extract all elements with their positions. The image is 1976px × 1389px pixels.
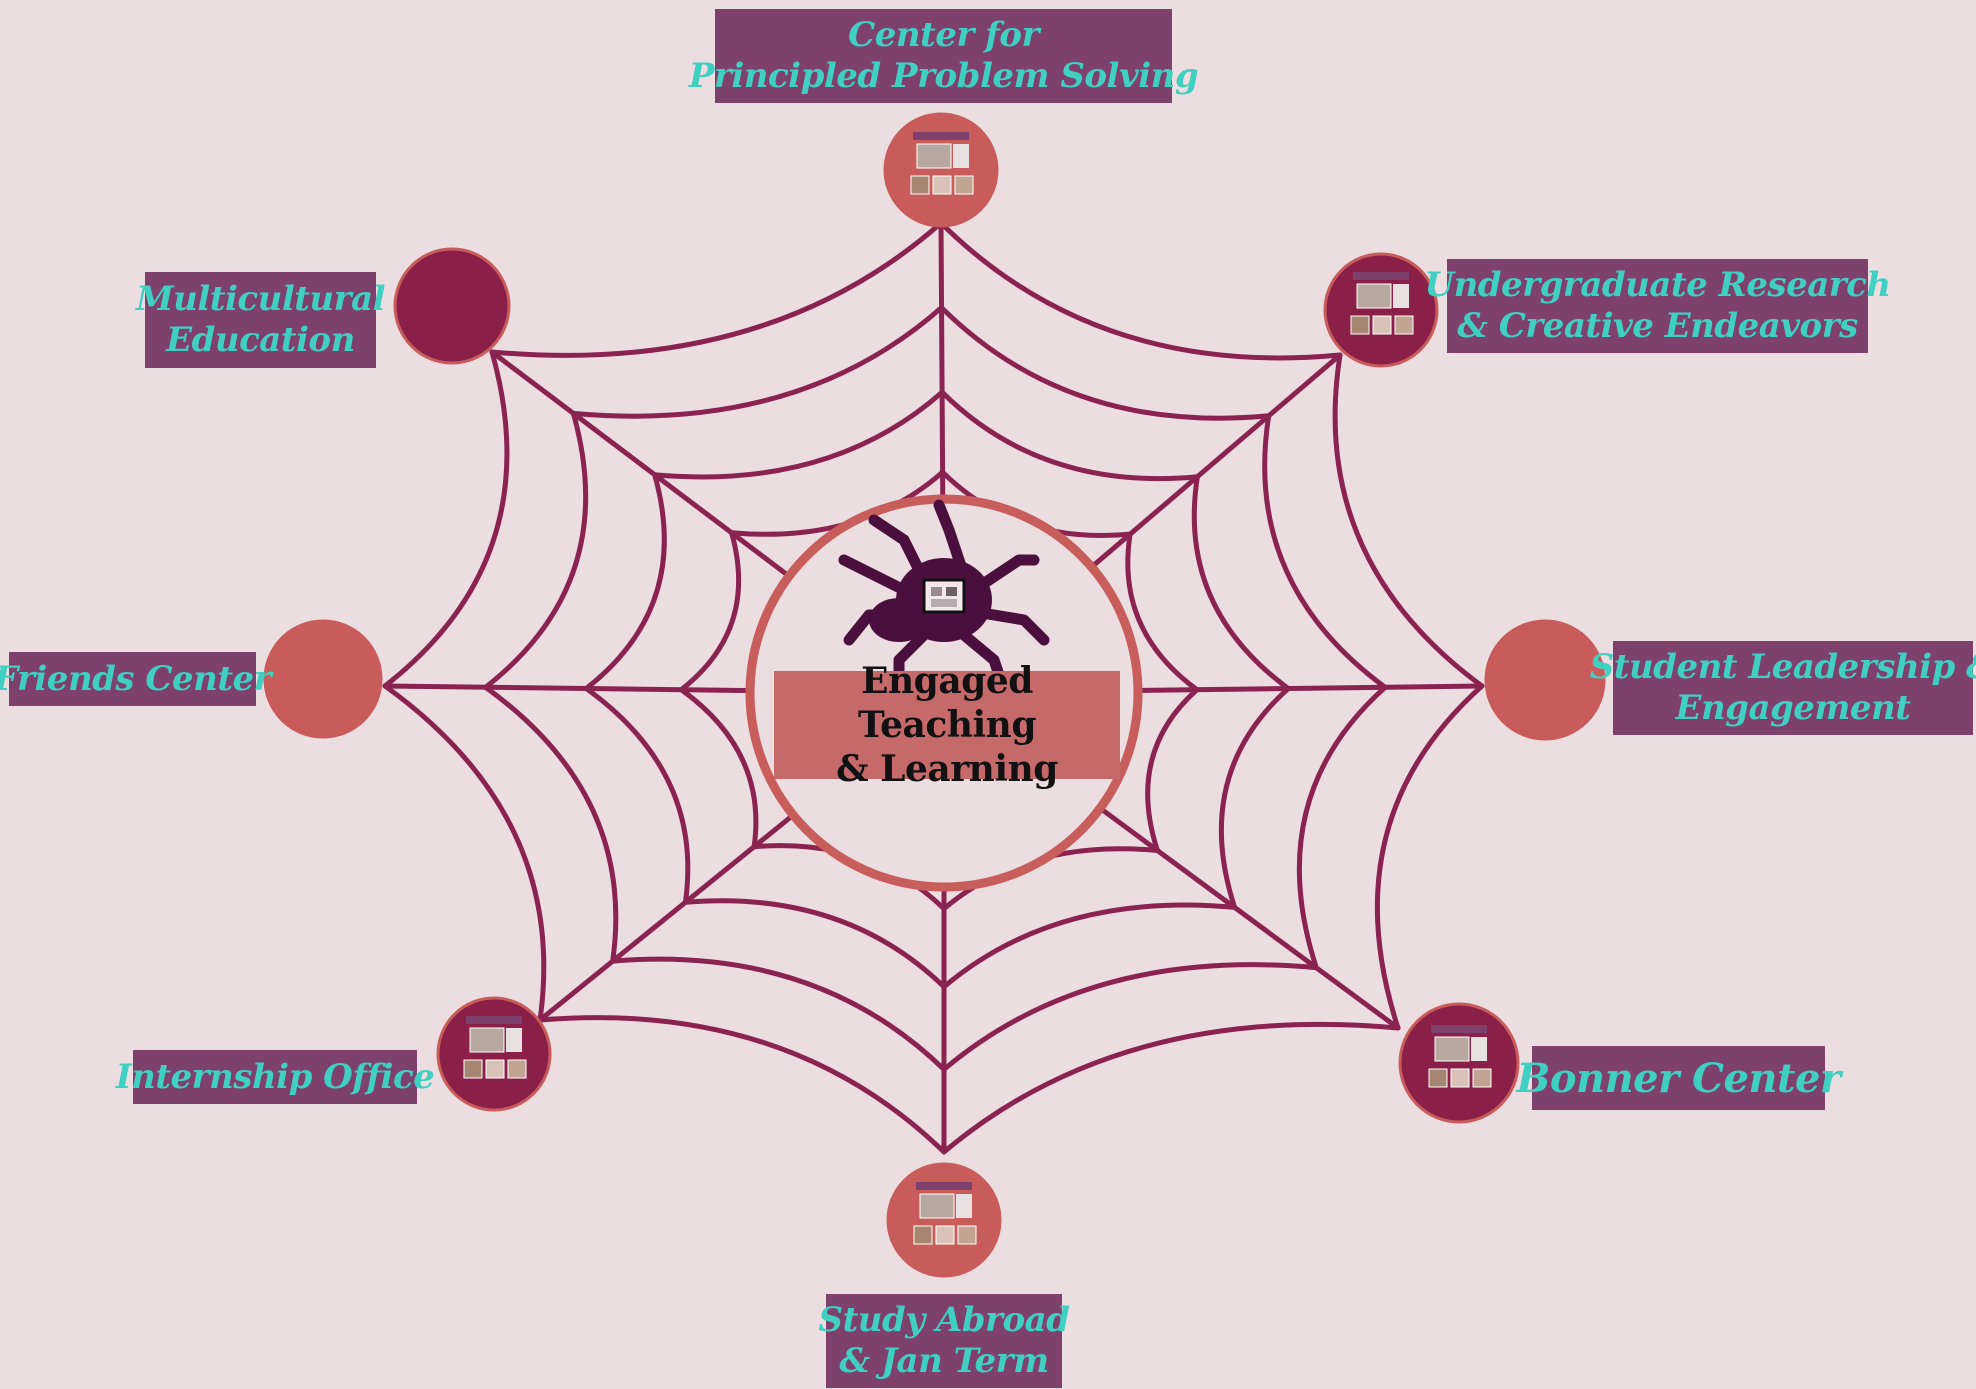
node-undergraduate-research[interactable] — [1323, 252, 1439, 368]
node-study-abroad[interactable] — [886, 1162, 1002, 1278]
web-ring-segment — [652, 389, 945, 480]
label-line: Bonner Center — [1516, 1054, 1841, 1102]
center-title-line2: & Learning — [836, 748, 1058, 790]
web-ring-segment — [1125, 531, 1200, 693]
node-circle[interactable] — [436, 996, 552, 1112]
label-line: Principled Problem Solving — [688, 56, 1199, 96]
web-ring-segment — [483, 410, 589, 690]
node-friends-center[interactable] — [263, 619, 383, 739]
label-line: Multicultural — [136, 279, 386, 319]
slide-thumbnail[interactable] — [910, 132, 974, 195]
node-principled-problem-solving[interactable] — [883, 112, 999, 228]
slide-thumbnail[interactable] — [1428, 1025, 1492, 1088]
slide-thumbnail[interactable] — [463, 1016, 527, 1079]
web-ring-segment — [1191, 474, 1291, 691]
label-line: & Jan Term — [839, 1341, 1049, 1381]
label-line: Study Abroad — [818, 1300, 1070, 1340]
node-student-leadership[interactable] — [1484, 619, 1606, 741]
label-student-leadership[interactable]: Student Leadership &Engagement — [1590, 641, 1976, 735]
web-ring-segment — [678, 530, 742, 693]
web-ring-segment — [1262, 413, 1388, 690]
web-ring-segment — [583, 686, 691, 905]
label-bonner-center[interactable]: Bonner Center — [1517, 1046, 1841, 1110]
web-ring-segment — [1145, 687, 1200, 853]
web-ring-segment — [939, 305, 1272, 421]
web-ring-segment — [610, 956, 947, 1072]
web-ring-segment — [1218, 686, 1291, 910]
web-ring-segment — [483, 684, 619, 964]
web-ring-segment — [537, 1015, 947, 1155]
slide-thumbnail[interactable] — [913, 1182, 977, 1245]
label-line: Education — [166, 320, 355, 360]
web-ring-segment — [489, 220, 944, 358]
label-line: & Creative Endeavors — [1457, 306, 1858, 346]
web-ring-segment — [939, 389, 1200, 482]
center-title-line1: Engaged Teaching — [857, 660, 1037, 746]
node-circle[interactable] — [1323, 252, 1439, 368]
node-internship-office[interactable] — [436, 996, 552, 1112]
label-line: Student Leadership & — [1589, 647, 1976, 687]
label-study-abroad[interactable]: Study Abroad& Jan Term — [819, 1294, 1070, 1388]
spider-icon — [838, 499, 1050, 696]
node-circle[interactable] — [886, 1162, 1002, 1278]
web-ring-segment — [941, 962, 1319, 1072]
web-ring-segment — [682, 898, 947, 990]
node-circle[interactable] — [883, 112, 999, 228]
label-friends-center[interactable]: Friends Center — [0, 652, 272, 706]
web-ring-segment — [938, 220, 1343, 361]
label-line: Undergraduate Research — [1424, 265, 1891, 305]
node-multicultural-education[interactable] — [393, 247, 511, 365]
label-internship-office[interactable]: Internship Office — [116, 1050, 435, 1104]
web-ring-segment — [382, 349, 510, 689]
web-ring-segment — [1296, 684, 1388, 971]
node-bonner-center[interactable] — [1398, 1002, 1520, 1124]
web-ring-segment — [941, 1021, 1401, 1155]
web-ring-segment — [570, 305, 944, 419]
label-line: Center for — [848, 15, 1039, 55]
web-ring-segment — [382, 683, 547, 1023]
web-ring-segment — [583, 472, 667, 691]
node-circle[interactable] — [263, 619, 383, 739]
center-title: Engaged Teaching & Learning — [774, 660, 1120, 790]
web-ring-segment — [941, 902, 1238, 990]
label-line: Engagement — [1675, 688, 1911, 728]
web-ring-segment — [678, 687, 759, 850]
node-circle[interactable] — [1484, 619, 1606, 741]
slide-thumbnail[interactable] — [1350, 272, 1414, 335]
node-circle[interactable] — [1398, 1002, 1520, 1124]
web-ring-segment — [1332, 352, 1485, 689]
web-ring-segment — [1374, 683, 1485, 1031]
label-line: Friends Center — [0, 658, 272, 699]
node-circle[interactable] — [393, 247, 511, 365]
label-undergraduate-research[interactable]: Undergraduate Research& Creative Endeavo… — [1424, 259, 1891, 353]
label-line: Internship Office — [115, 1056, 435, 1097]
